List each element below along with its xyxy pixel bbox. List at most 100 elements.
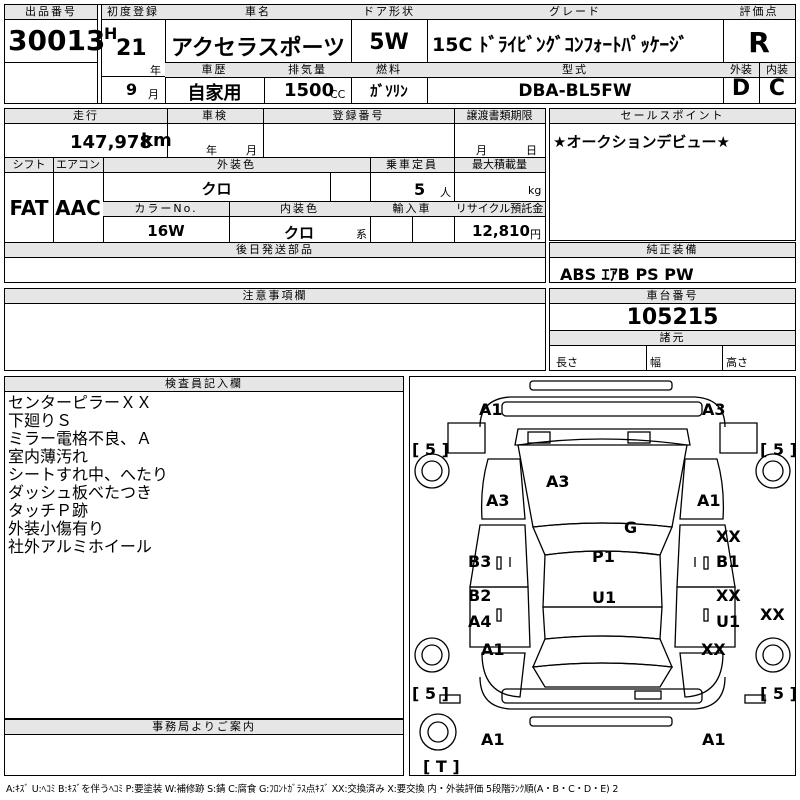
sales-point-label: セールスポイント: [550, 109, 795, 124]
caution-label: 注意事項欄: [5, 289, 545, 304]
model: DBA-BL5FW: [518, 81, 632, 101]
damage-mark: A3: [546, 472, 570, 491]
displacement: 1500: [284, 80, 335, 101]
note-line: 社外アルミホイール: [8, 537, 152, 556]
ac-label: エアコン: [53, 158, 103, 173]
score: R: [748, 26, 770, 59]
score-label: 評価点: [723, 5, 795, 20]
damage-mark: [ 5 ]: [412, 440, 449, 459]
damage-mark: B1: [716, 552, 740, 571]
damage-mark: [ 5 ]: [760, 440, 797, 459]
shift: FAT: [9, 196, 49, 220]
damage-mark: [ 5 ]: [412, 684, 449, 703]
recycle-label: リサイクル預託金: [454, 202, 545, 217]
damage-mark: [ 5 ]: [760, 684, 797, 703]
capacity-unit: 人: [440, 186, 451, 199]
damage-mark: A1: [702, 730, 726, 749]
note-line: タッチＰ跡: [8, 501, 89, 520]
grade-label: グレード: [427, 5, 723, 20]
inspector-label: 検査員記入欄: [5, 377, 403, 392]
transfer-month: 月: [476, 144, 487, 157]
damage-mark: XX: [716, 527, 741, 546]
equipment-box: [549, 242, 796, 283]
plate-label: 登録番号: [263, 109, 454, 124]
import-label: 輸入車: [370, 202, 454, 217]
door-type: 5W: [369, 30, 409, 55]
km-unit: km: [141, 130, 172, 151]
car-diagram-box: [409, 376, 796, 776]
damage-mark: A1: [481, 640, 505, 659]
damage-mark: XX: [701, 640, 726, 659]
transfer-label: 譲渡書類期限: [454, 109, 545, 124]
inspector-notes: センターピラーＸＸ 下廻りＳ ミラー電格不良、Ａ 室内薄汚れ シートすれ中、へた…: [8, 394, 398, 556]
color-label: 外装色: [103, 158, 370, 173]
damage-mark: [ T ]: [423, 757, 460, 776]
damage-mark: XX: [716, 586, 741, 605]
door-label: ドア形状: [351, 5, 427, 20]
shift-label: シフト: [5, 158, 53, 173]
office-label: 事務局よりご案内: [5, 720, 403, 735]
int-label: 内装: [759, 63, 795, 78]
chassis-number: 105215: [626, 305, 719, 330]
office-box: [4, 719, 404, 776]
top-section: [4, 4, 796, 104]
displacement-label: 排気量: [264, 63, 351, 78]
reg-year: 21: [116, 36, 147, 61]
insp-month: 月: [246, 144, 257, 157]
spec-width: 幅: [650, 356, 661, 369]
model-label: 型式: [427, 63, 723, 78]
lot-label: 出品番号: [5, 5, 97, 20]
capacity: 5: [414, 180, 426, 199]
damage-mark: B3: [468, 552, 492, 571]
damage-mark: G: [624, 518, 638, 537]
damage-mark: A3: [702, 400, 726, 419]
damage-mark: A1: [479, 400, 503, 419]
interior-color: クロ: [284, 224, 315, 242]
recycle-fee: 12,810: [472, 222, 530, 240]
history: 自家用: [187, 83, 242, 104]
inspection-label: 車検: [167, 109, 263, 124]
era: H: [104, 24, 118, 43]
cc-unit: CC: [330, 88, 346, 101]
spec-height: 高さ: [726, 356, 748, 369]
equipment-text: ABS ｴｱB PS PW: [560, 265, 694, 284]
caution-box: [4, 288, 546, 371]
legend-text: A:ｷｽﾞ U:ﾍｺﾐ B:ｷｽﾞを伴うﾍｺﾐ P:要塗装 W:補修跡 S:錆 …: [6, 784, 619, 795]
yen-unit: 円: [530, 228, 541, 241]
fuel: ｶﾞｿﾘﾝ: [370, 82, 408, 100]
damage-mark: A1: [697, 491, 721, 510]
fuel-label: 燃料: [351, 63, 427, 78]
car-name: アクセラスポーツ: [170, 36, 346, 61]
max-load-label: 最大積載量: [454, 158, 545, 173]
note-line: ミラー電格不良、Ａ: [8, 429, 153, 448]
first-reg-label: 初度登録: [101, 5, 165, 20]
interior-color-label: 内装色: [229, 202, 370, 217]
note-line: 下廻りＳ: [8, 411, 73, 430]
damage-mark: A1: [481, 730, 505, 749]
grade: 15C ﾄﾞﾗｲﾋﾞﾝｸﾞｺﾝﾌｫｰﾄﾊﾟｯｹｰｼﾞ: [432, 34, 688, 56]
later-parts-label: 後日発送部品: [5, 243, 545, 258]
damage-mark: XX: [760, 605, 785, 624]
reg-month: 9: [126, 80, 138, 99]
mileage: 147,978: [70, 132, 152, 153]
insp-year: 年: [206, 144, 217, 157]
color-no-label: カラーNo.: [103, 202, 229, 217]
equipment-label: 純正装備: [550, 243, 795, 258]
car-diagram: [414, 380, 791, 751]
spec-label: 諸元: [550, 331, 795, 346]
damage-mark: U1: [592, 588, 617, 607]
exterior-color: クロ: [201, 180, 232, 198]
damage-mark: P1: [592, 547, 615, 566]
note-line: ダッシュ板べたつき: [8, 483, 153, 502]
year-unit: 年: [150, 64, 161, 77]
air-conditioner: AAC: [55, 196, 101, 220]
damage-mark: B2: [468, 586, 492, 605]
color-number: 16W: [147, 222, 185, 240]
transfer-day: 日: [526, 144, 537, 157]
chassis-label: 車台番号: [550, 289, 795, 304]
month-unit: 月: [148, 88, 159, 101]
damage-mark: U1: [716, 612, 741, 631]
inspector-box: [4, 376, 404, 719]
damage-mark: A4: [468, 612, 492, 631]
car-name-label: 車名: [165, 5, 351, 20]
